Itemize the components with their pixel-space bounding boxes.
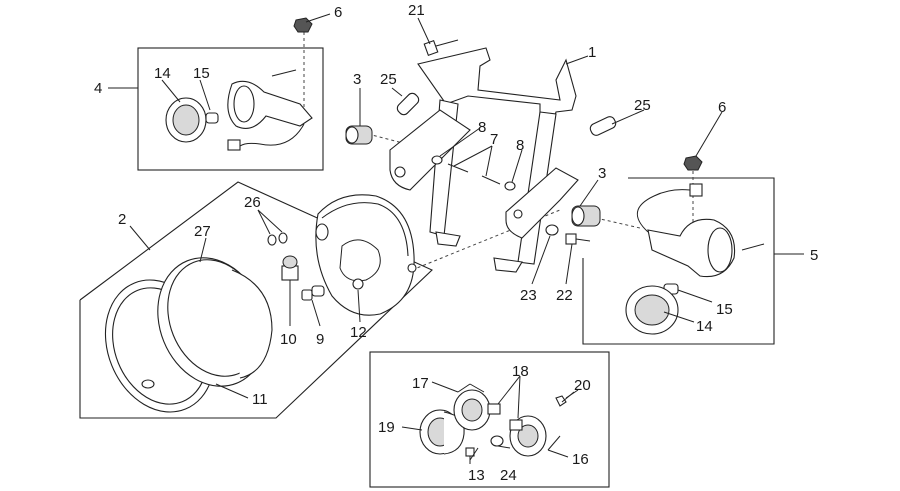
callout-18: 18 — [512, 363, 529, 380]
washer-8-left — [431, 155, 443, 165]
callout-27: 27 — [194, 223, 211, 240]
left-turn-signal-housing — [227, 69, 313, 151]
dash-line-grommet-left — [367, 133, 431, 151]
callout-9: 9 — [316, 331, 324, 348]
right-turn-signal-housing — [637, 183, 765, 278]
group-box-left-turn-signal — [137, 47, 324, 171]
right-turn-signal-lens-14 — [625, 285, 679, 335]
callout-6-left: 6 — [334, 4, 342, 21]
spacer-25-right — [589, 116, 617, 136]
callout-14-right: 14 — [696, 318, 713, 335]
callout-8-left: 8 — [478, 119, 486, 136]
callout-8-right: 8 — [516, 137, 524, 154]
callout-24: 24 — [500, 467, 517, 484]
screw-7 — [447, 163, 501, 185]
callout-23: 23 — [520, 287, 537, 304]
callout-16: 16 — [572, 451, 589, 468]
parking-bulb-9 — [301, 285, 325, 301]
washer-23 — [545, 224, 559, 236]
horn-16 — [509, 415, 547, 457]
callout-5: 5 — [810, 247, 818, 264]
callout-25-right: 25 — [634, 97, 651, 114]
callout-3-right: 3 — [598, 165, 606, 182]
callout-15-left: 15 — [193, 65, 210, 82]
callout-11: 11 — [252, 391, 268, 408]
callout-7: 7 — [490, 131, 498, 148]
callout-22: 22 — [556, 287, 573, 304]
callout-10: 10 — [280, 331, 297, 348]
leader-lines — [108, 13, 804, 461]
group-box-right-turn-signal — [582, 177, 775, 345]
nut-6-right — [683, 155, 703, 171]
callout-19: 19 — [378, 419, 395, 436]
horn-cover-19 — [419, 409, 465, 455]
screw-22 — [565, 233, 591, 245]
horn-17 — [453, 389, 501, 431]
callout-25-left: 25 — [380, 71, 397, 88]
left-bulb-15 — [205, 112, 219, 124]
headlight-bracket — [389, 47, 579, 273]
nut-6-left — [293, 17, 313, 33]
callout-4: 4 — [94, 80, 102, 97]
grommet-3-left — [345, 125, 373, 145]
washer-24 — [490, 435, 504, 447]
callout-26: 26 — [244, 194, 261, 211]
callout-21: 21 — [408, 2, 425, 19]
callout-13: 13 — [468, 467, 485, 484]
dash-line-grommet-right — [595, 217, 641, 229]
callout-6-right: 6 — [718, 99, 726, 116]
headlight-reflector-27 — [157, 257, 273, 387]
callout-1: 1 — [588, 44, 596, 61]
headlight-bulb-10 — [281, 255, 299, 292]
washer-8-right — [504, 181, 516, 191]
group-box-headlight — [79, 181, 433, 419]
o-rings-26 — [267, 232, 288, 246]
callout-12: 12 — [350, 324, 367, 341]
group-box-horn-assembly — [369, 351, 610, 488]
callout-20: 20 — [574, 377, 591, 394]
callout-2: 2 — [118, 211, 126, 228]
headlight-shell-12 — [315, 194, 417, 316]
spacer-25-left — [396, 92, 420, 116]
callout-17: 17 — [412, 375, 429, 392]
callout-14-left: 14 — [154, 65, 171, 82]
callout-15-right: 15 — [716, 301, 733, 318]
left-turn-signal-lens-14 — [165, 97, 207, 143]
callout-3-left: 3 — [353, 71, 361, 88]
grommet-3-right — [571, 205, 601, 227]
